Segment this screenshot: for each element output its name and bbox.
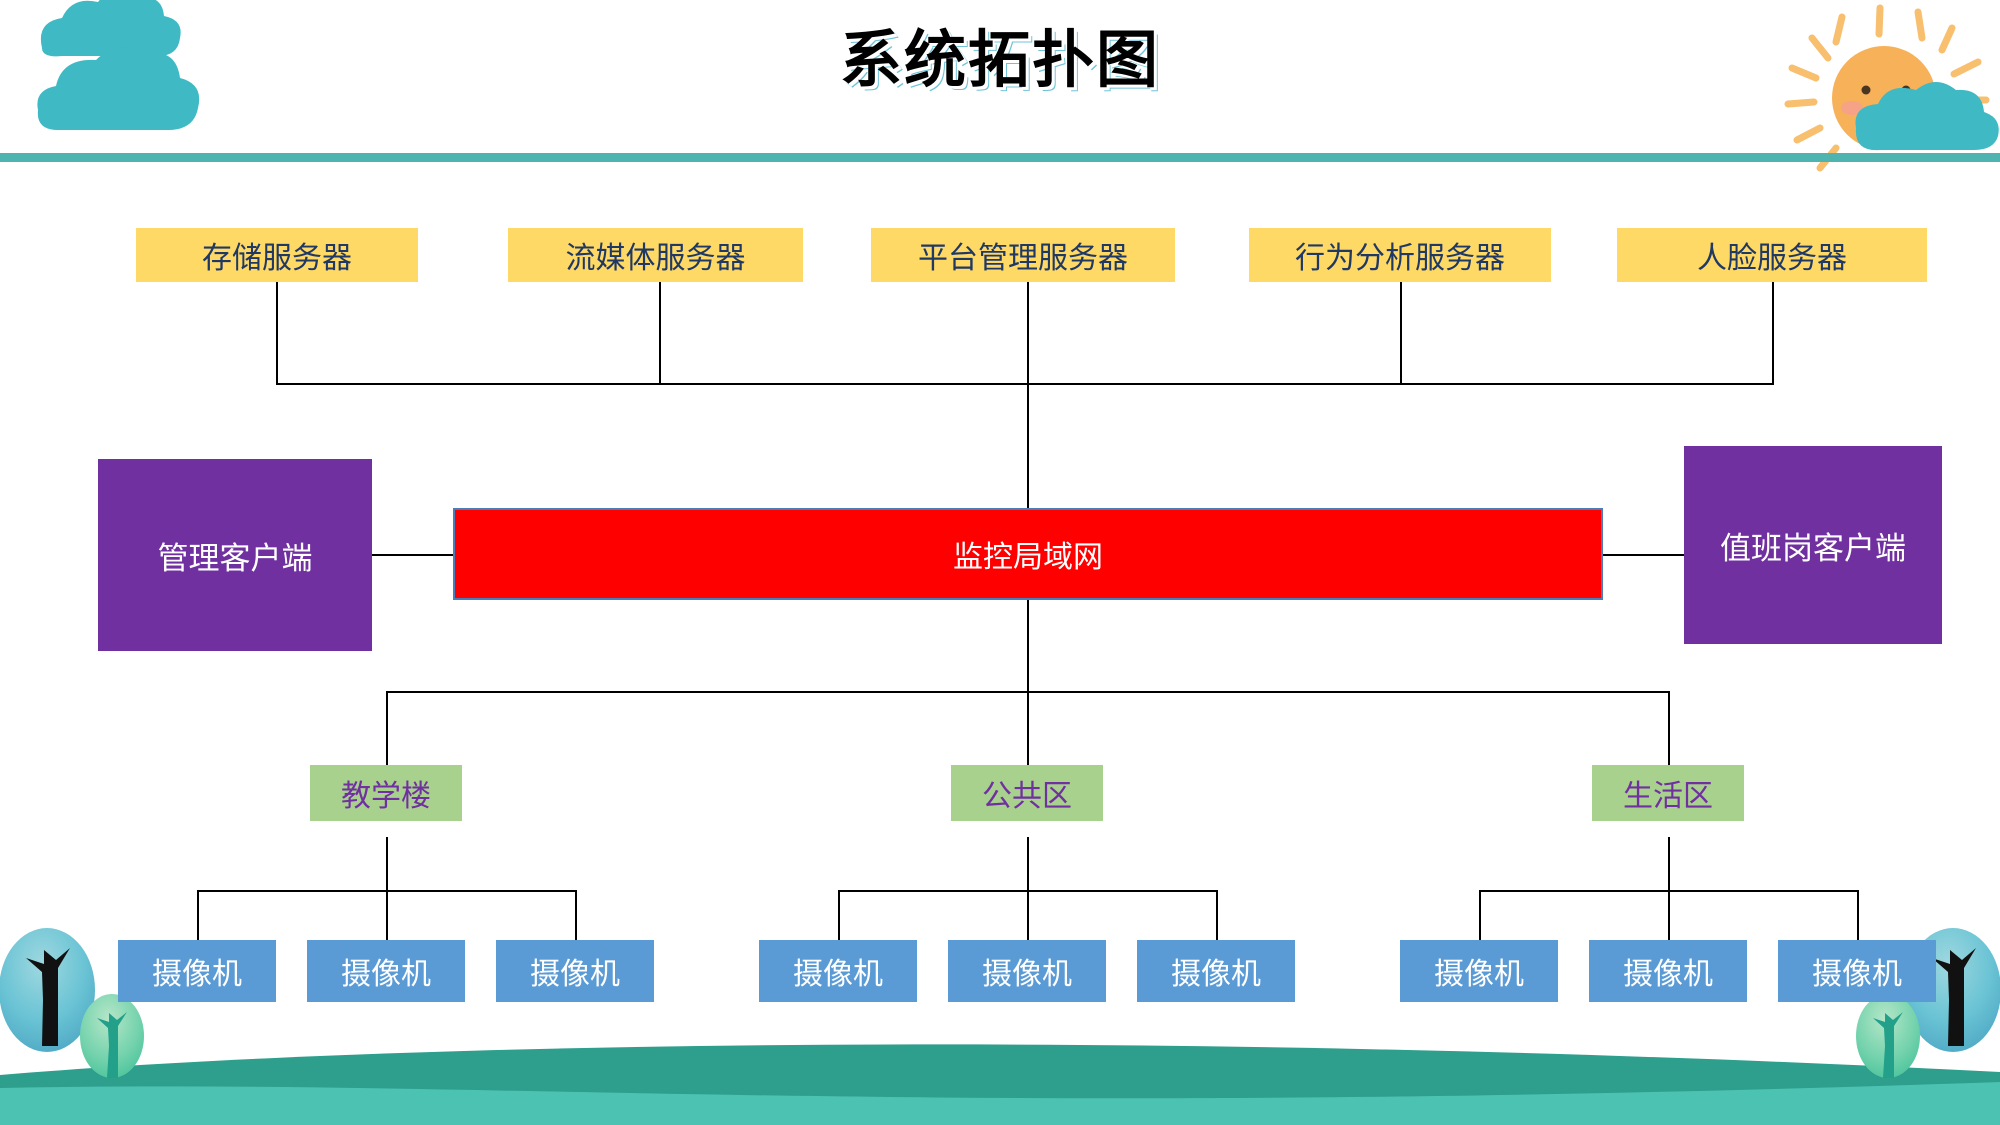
node-face-server[interactable]: 人脸服务器 — [1617, 228, 1927, 282]
node-management-client[interactable]: 管理客户端 — [98, 459, 372, 651]
page-title: 系统拓扑图 — [839, 26, 1160, 95]
connector-zone2-cam-1 — [838, 890, 840, 942]
connector-server-2 — [659, 233, 661, 385]
node-behavior-analysis-server[interactable]: 行为分析服务器 — [1249, 228, 1551, 282]
node-camera[interactable]: 摄像机 — [307, 940, 465, 1002]
horizontal-rule — [0, 153, 2000, 162]
connector-zone1-cam-3 — [575, 890, 577, 942]
connector-zone1-cam-2 — [386, 890, 388, 942]
connector-zone1-cam-1 — [197, 890, 199, 942]
node-zone-public-area[interactable]: 公共区 — [951, 765, 1103, 821]
connector-lan-down — [1027, 600, 1029, 692]
connector-zone3-cam-2 — [1668, 890, 1670, 942]
node-label: 摄像机 — [982, 958, 1072, 991]
node-duty-client[interactable]: 值班岗客户端 — [1684, 446, 1942, 644]
connector-bus-to-lan — [1027, 383, 1029, 517]
node-label: 生活区 — [1623, 780, 1713, 813]
connector-zone1-down — [386, 837, 388, 891]
node-label: 摄像机 — [1171, 958, 1261, 991]
node-camera[interactable]: 摄像机 — [1400, 940, 1558, 1002]
node-label: 流媒体服务器 — [565, 242, 746, 275]
cloud-icon — [37, 0, 200, 131]
node-label: 人脸服务器 — [1697, 242, 1847, 275]
node-label: 存储服务器 — [202, 242, 352, 275]
connector-server-1 — [276, 233, 278, 385]
connector-zone2-cam-2 — [1027, 890, 1029, 942]
node-label: 行为分析服务器 — [1295, 242, 1505, 275]
node-label: 摄像机 — [152, 958, 242, 991]
node-label: 摄像机 — [530, 958, 620, 991]
connector-zone-drop-3 — [1668, 691, 1670, 781]
node-label: 管理客户端 — [157, 540, 313, 576]
node-label: 值班岗客户端 — [1720, 530, 1906, 566]
node-label: 摄像机 — [1434, 958, 1524, 991]
connector-zone3-down — [1668, 837, 1670, 891]
node-camera[interactable]: 摄像机 — [1137, 940, 1295, 1002]
node-label: 监控局域网 — [953, 541, 1103, 574]
node-label: 摄像机 — [793, 958, 883, 991]
node-zone-living-area[interactable]: 生活区 — [1592, 765, 1744, 821]
node-zone-teaching-building[interactable]: 教学楼 — [310, 765, 462, 821]
node-camera[interactable]: 摄像机 — [948, 940, 1106, 1002]
tree-icon — [0, 928, 144, 1078]
connector-zone3-cam-1 — [1479, 890, 1481, 942]
cloud-icon — [1855, 82, 1999, 151]
node-camera[interactable]: 摄像机 — [496, 940, 654, 1002]
connector-zone2-down — [1027, 837, 1029, 891]
connector-zone3-cam-3 — [1857, 890, 1859, 942]
connector-server-5 — [1772, 233, 1774, 385]
hill-shape — [0, 1044, 2000, 1125]
connector-right-client-to-lan — [1603, 554, 1685, 556]
node-camera[interactable]: 摄像机 — [1589, 940, 1747, 1002]
connector-server-3 — [1027, 233, 1029, 385]
node-platform-management-server[interactable]: 平台管理服务器 — [871, 228, 1175, 282]
node-label: 摄像机 — [1623, 958, 1713, 991]
node-camera[interactable]: 摄像机 — [118, 940, 276, 1002]
node-label: 教学楼 — [341, 780, 431, 813]
connector-server-bus — [276, 383, 1774, 385]
connector-zone2-cam-3 — [1216, 890, 1218, 942]
node-streaming-server[interactable]: 流媒体服务器 — [508, 228, 803, 282]
connector-left-client-to-lan — [372, 554, 454, 556]
node-camera[interactable]: 摄像机 — [759, 940, 917, 1002]
node-label: 公共区 — [982, 780, 1072, 813]
connector-server-4 — [1400, 233, 1402, 385]
node-label: 平台管理服务器 — [918, 242, 1128, 275]
connector-zone-drop-2 — [1027, 691, 1029, 781]
node-monitoring-lan[interactable]: 监控局域网 — [453, 508, 1603, 600]
node-label: 摄像机 — [1812, 958, 1902, 991]
node-camera[interactable]: 摄像机 — [1778, 940, 1936, 1002]
connector-zone-drop-1 — [386, 691, 388, 781]
node-label: 摄像机 — [341, 958, 431, 991]
node-storage-server[interactable]: 存储服务器 — [136, 228, 418, 282]
